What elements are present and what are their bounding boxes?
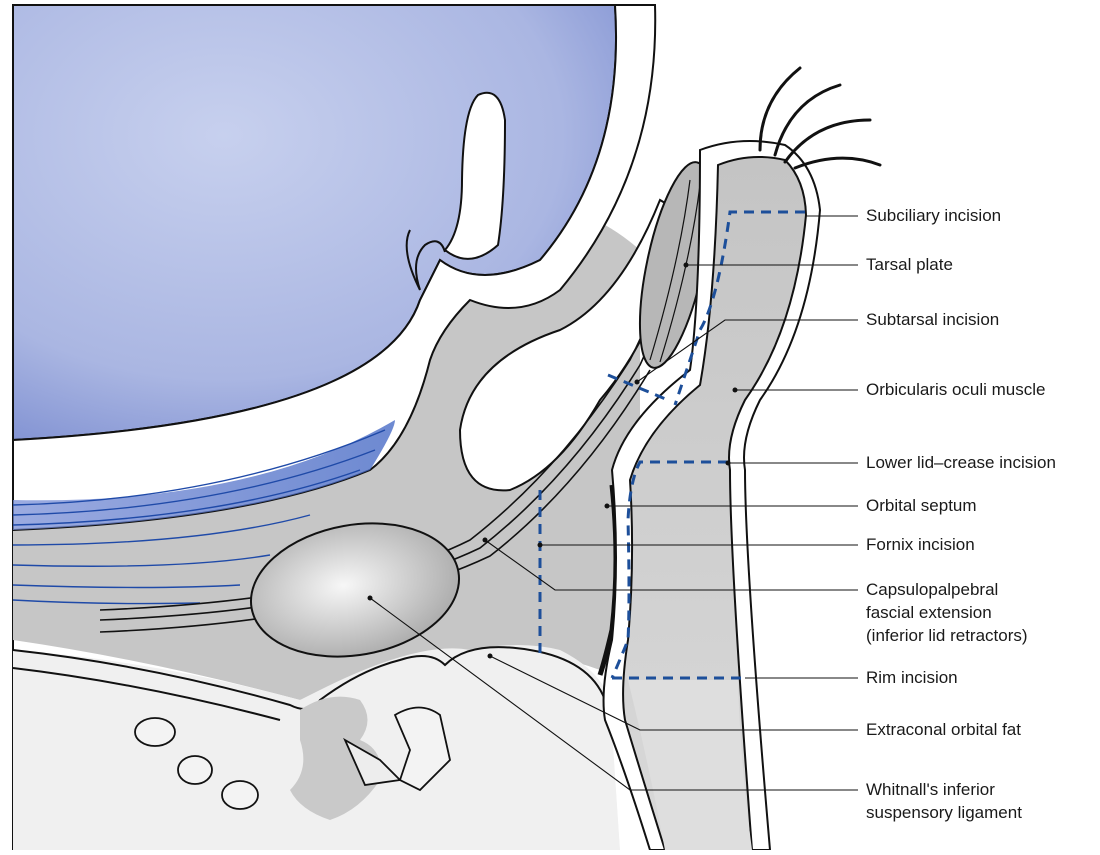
label-rim-incision: Rim incision — [866, 667, 958, 689]
label-capsulopalpebral-line2: fascial extension — [866, 602, 992, 624]
label-whitnall-line1: Whitnall's inferior — [866, 779, 995, 801]
label-orbicularis-oculi-muscle: Orbicularis oculi muscle — [866, 379, 1046, 401]
label-tarsal-plate: Tarsal plate — [866, 254, 953, 276]
label-fornix-incision: Fornix incision — [866, 534, 975, 556]
label-extraconal-orbital-fat: Extraconal orbital fat — [866, 719, 1021, 741]
label-orbital-septum: Orbital septum — [866, 495, 977, 517]
label-capsulopalpebral-line1: Capsulopalpebral — [866, 579, 998, 601]
ethmoid-cell-2 — [178, 756, 212, 784]
label-subtarsal-incision: Subtarsal incision — [866, 309, 999, 331]
ethmoid-cell-3 — [222, 781, 258, 809]
ethmoid-cell-1 — [135, 718, 175, 746]
label-subciliary-incision: Subciliary incision — [866, 205, 1001, 227]
label-lower-lid-crease-incision: Lower lid–crease incision — [866, 452, 1056, 474]
label-capsulopalpebral-line3: (inferior lid retractors) — [866, 625, 1028, 647]
label-whitnall-line2: suspensory ligament — [866, 802, 1022, 824]
